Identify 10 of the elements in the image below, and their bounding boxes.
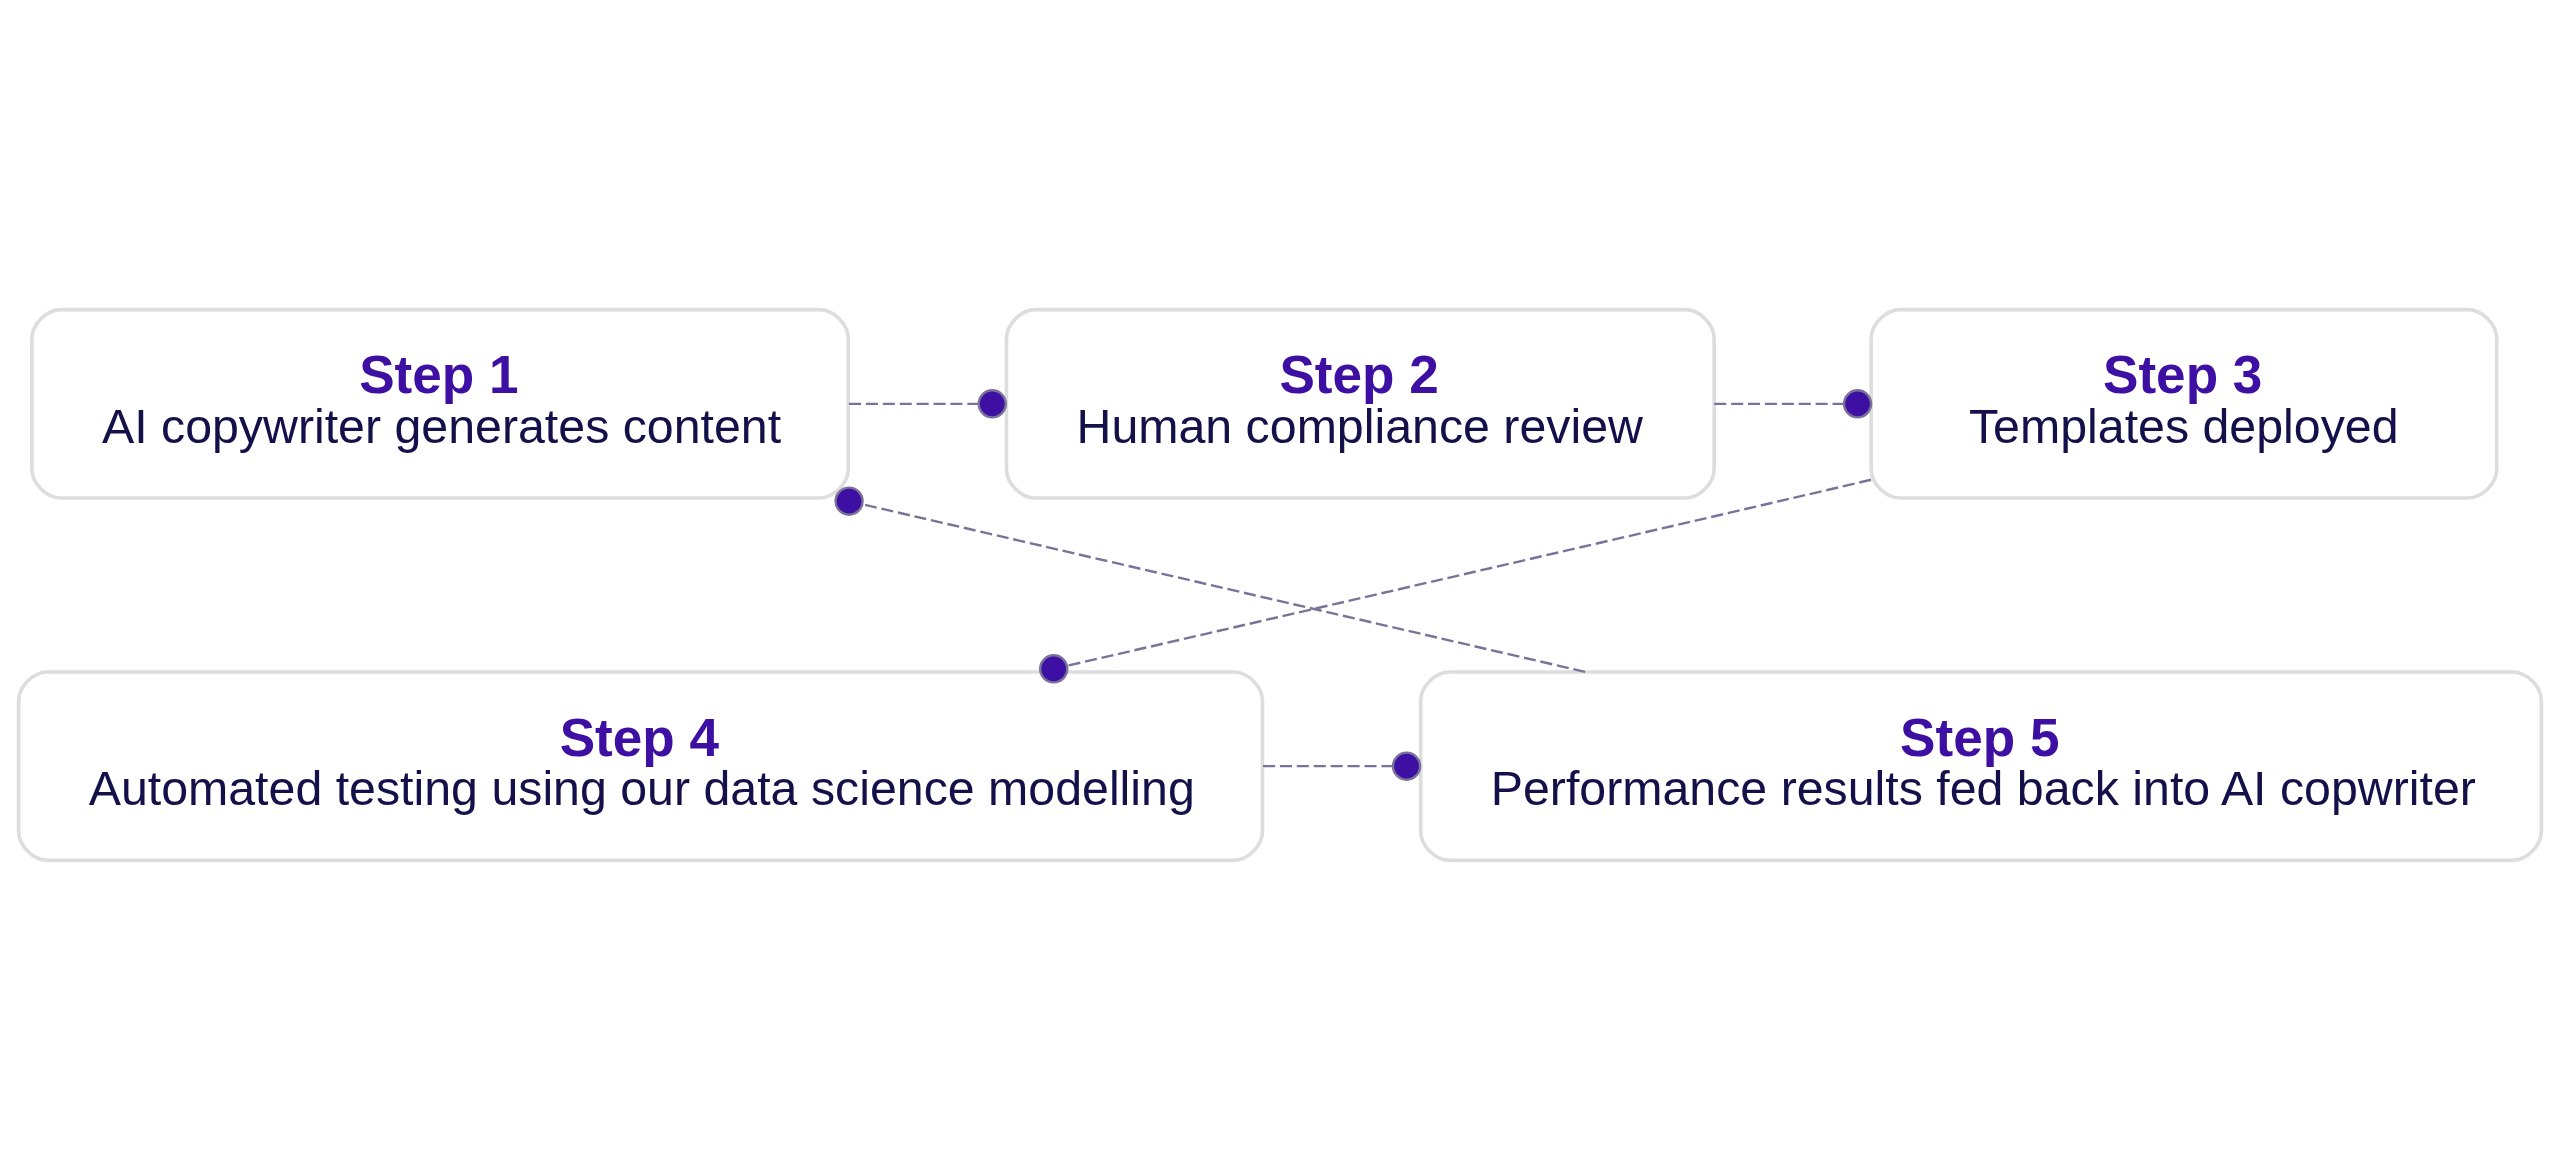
connector: [1039, 478, 1872, 684]
node-box: Step 3 Templates deployed: [1869, 307, 2499, 500]
connector: [848, 389, 1007, 419]
connector: [1714, 389, 1873, 419]
connector: [1263, 751, 1422, 781]
connector: [834, 486, 1586, 674]
node-box: Step 4 Automated testing using our data science modelling: [16, 670, 1265, 863]
node-box: Step 1 AI copywriter generates content: [30, 307, 851, 500]
node-box: Step 2 Human compliance review: [1004, 307, 1716, 500]
node-box: Step 5 Performance results fed back into AI copwriter: [1418, 670, 2544, 863]
